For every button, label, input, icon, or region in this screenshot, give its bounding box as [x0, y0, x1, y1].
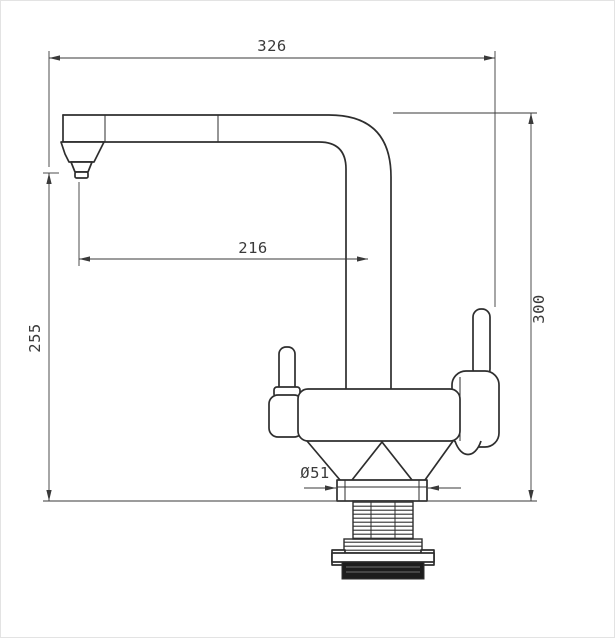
lock-nut	[343, 538, 423, 554]
dim-label-overall-width: 326	[257, 37, 287, 55]
seal-band	[341, 561, 425, 580]
mounting-flange	[331, 552, 435, 563]
cone-facet-inner-left	[351, 441, 383, 481]
spout-head-lower	[70, 161, 93, 173]
body-barrel	[297, 388, 461, 442]
dimension-lines	[43, 51, 537, 502]
dim-label-spout-height: 255	[26, 323, 44, 353]
cone-facet-right	[424, 440, 454, 481]
threaded-shank	[352, 500, 414, 540]
dimension-labels: 326 216 255 300 Ø51	[26, 37, 548, 482]
base-plate	[336, 479, 428, 502]
aerator-tip	[74, 171, 89, 179]
dim-label-base-diameter: Ø51	[300, 464, 330, 482]
spout-head	[60, 141, 105, 163]
dim-label-spout-reach: 216	[238, 239, 268, 257]
cone-facet-inner-right	[381, 441, 413, 481]
right-handle-lip	[454, 440, 482, 456]
spout-inner-contour	[62, 141, 347, 392]
faucet-outline	[60, 114, 500, 580]
cone-facet-left	[306, 440, 341, 481]
spout-outer-contour	[62, 114, 392, 392]
right-handle-lever	[472, 308, 491, 378]
dim-label-overall-height: 300	[530, 294, 548, 324]
